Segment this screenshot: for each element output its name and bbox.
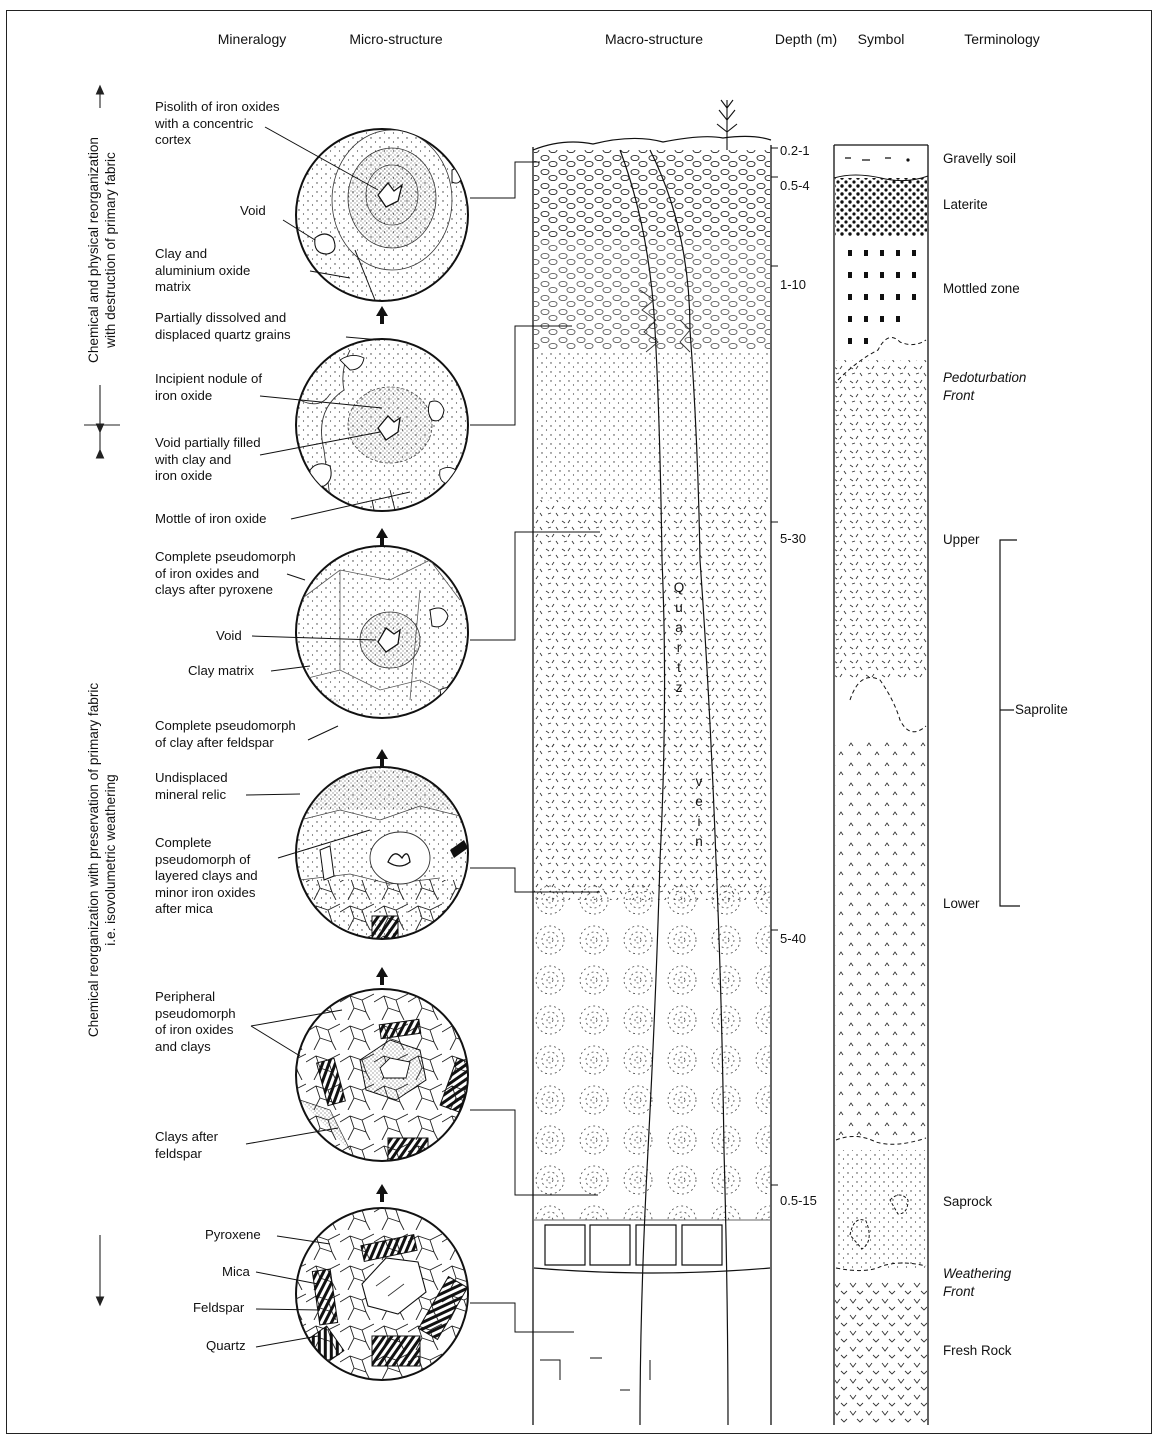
term-lower: Lower (943, 896, 979, 911)
label-clay-matrix-2: Clay matrix (188, 663, 254, 680)
depth-upper-saprolite: 5-30 (780, 531, 806, 546)
depth-gravelly-soil: 0.2-1 (780, 143, 810, 158)
symbol-column (834, 145, 928, 1425)
label-void-1: Void (240, 203, 266, 220)
label-feldspar: Feldspar (193, 1300, 244, 1317)
depth-saprock: 0.5-15 (780, 1193, 817, 1208)
term-saprolite: Saprolite (1015, 702, 1068, 717)
term-mottled-zone: Mottled zone (943, 281, 1020, 296)
arrow-up-icon (97, 86, 104, 94)
micrograph-mica-pseudomorph (296, 767, 476, 946)
term-fresh-rock: Fresh Rock (943, 1343, 1011, 1358)
term-upper: Upper (943, 532, 979, 547)
micrograph-fresh-rock (296, 1208, 468, 1380)
label-mica: Mica (222, 1264, 250, 1281)
micrograph-nodule (296, 339, 468, 530)
label-quartz: Quartz (206, 1338, 246, 1355)
plant-icon (717, 100, 737, 150)
depth-laterite: 0.5-4 (780, 178, 810, 193)
term-gravelly-soil: Gravelly soil (943, 151, 1016, 166)
saprolite-bracket (1000, 540, 1020, 906)
term-laterite: Laterite (943, 197, 988, 212)
depth-lower-saprolite: 5-40 (780, 931, 806, 946)
depth-mottled-zone: 1-10 (780, 277, 806, 292)
micrograph-pisolith (296, 129, 468, 301)
label-pyroxene: Pyroxene (205, 1227, 261, 1244)
macro-structure-column (533, 100, 778, 1425)
label-mottle: Mottle of iron oxide (155, 511, 266, 528)
label-void-2: Void (216, 628, 242, 645)
term-saprock: Saprock (943, 1194, 992, 1209)
micrograph-peripheral-pseudomorph (296, 989, 476, 1164)
